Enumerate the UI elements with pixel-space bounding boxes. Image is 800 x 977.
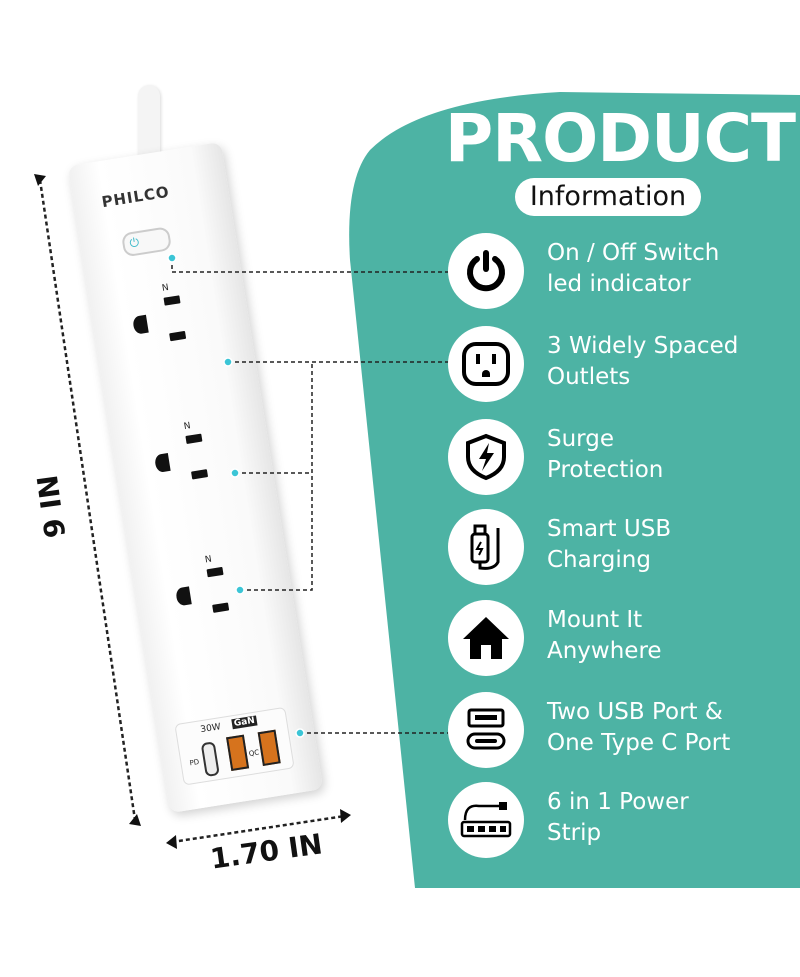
- power-icon: [448, 233, 524, 309]
- feature-line2: led indicator: [547, 271, 691, 297]
- feature-line1: Mount It: [547, 607, 643, 633]
- feature-usb-ports: Two USB Port & One Type C Port: [448, 692, 798, 772]
- feature-line1: 3 Widely Spaced: [547, 333, 739, 359]
- usb-ports-icon: [448, 692, 524, 768]
- feature-line2: One Type C Port: [547, 730, 731, 756]
- house-icon: [448, 600, 524, 676]
- feature-line2: Charging: [547, 547, 651, 573]
- feature-power-switch: On / Off Switch led indicator: [448, 233, 798, 313]
- feature-mount: Mount It Anywhere: [448, 600, 798, 680]
- outlet-icon: [448, 326, 524, 402]
- power-cord: [138, 85, 160, 165]
- feature-line1: On / Off Switch: [547, 240, 720, 266]
- feature-line2: Protection: [547, 457, 664, 483]
- feature-line2: Anywhere: [547, 638, 662, 664]
- feature-line2: Outlets: [547, 364, 631, 390]
- feature-usb-charging: Smart USB Charging: [448, 509, 798, 589]
- feature-line1: Surge: [547, 426, 614, 452]
- surge-shield-icon: [448, 419, 524, 495]
- feature-line2: Strip: [547, 820, 602, 846]
- usb-cable-icon: [448, 509, 524, 585]
- feature-line1: 6 in 1 Power: [547, 789, 689, 815]
- feature-line1: Two USB Port &: [547, 699, 723, 725]
- feature-line1: Smart USB: [547, 516, 672, 542]
- subtitle-pill: Information: [515, 178, 701, 216]
- page-title: PRODUCT: [444, 100, 796, 177]
- power-strip-icon: [448, 782, 524, 858]
